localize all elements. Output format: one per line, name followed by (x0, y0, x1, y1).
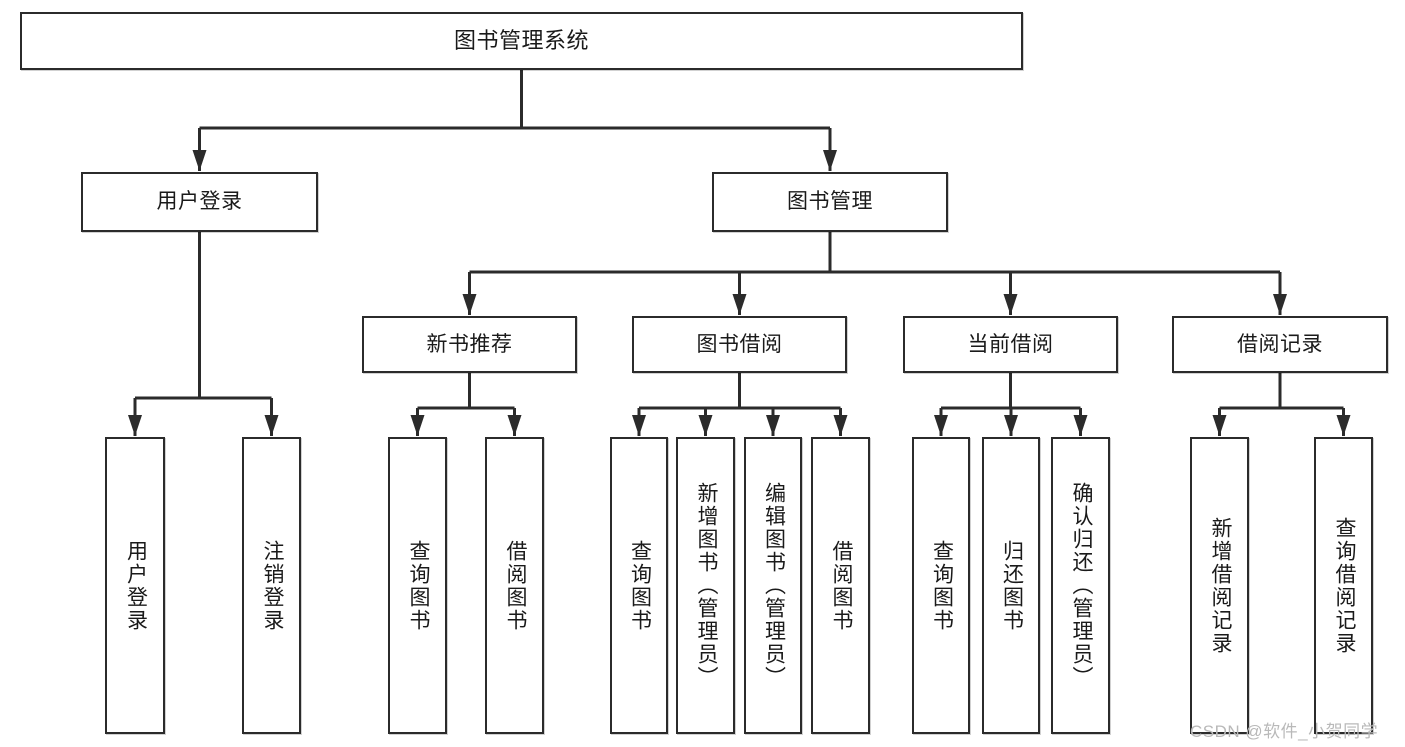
node-label: 用户登录 (124, 539, 148, 632)
node-leaf-borrow-book-2[interactable]: 借阅图书 (811, 437, 870, 734)
node-label: 确认归还（管理员） (1069, 482, 1093, 689)
node-leaf-return-book[interactable]: 归还图书 (982, 437, 1040, 734)
node-root[interactable]: 图书管理系统 (20, 12, 1023, 70)
node-label: 注销登录 (260, 539, 284, 632)
node-leaf-confirm-return[interactable]: 确认归还（管理员） (1051, 437, 1110, 734)
node-label: 借阅图书 (829, 539, 853, 632)
node-book-borrow[interactable]: 图书借阅 (632, 316, 847, 373)
node-borrow-record[interactable]: 借阅记录 (1172, 316, 1388, 373)
node-leaf-add-book[interactable]: 新增图书（管理员） (676, 437, 735, 734)
node-label: 查询借阅记录 (1332, 516, 1356, 655)
node-leaf-query-book-2[interactable]: 查询图书 (610, 437, 668, 734)
csdn-watermark: CSDN @软件_小贺同学 (1190, 722, 1379, 741)
node-label: 当前借阅 (967, 332, 1054, 356)
node-leaf-user-login[interactable]: 用户登录 (105, 437, 165, 734)
node-label: 借阅记录 (1237, 332, 1323, 356)
node-leaf-borrow-book-1[interactable]: 借阅图书 (485, 437, 544, 734)
node-label: 新增图书（管理员） (694, 482, 718, 689)
node-leaf-query-book-3[interactable]: 查询图书 (912, 437, 970, 734)
node-new-book-recommend[interactable]: 新书推荐 (362, 316, 577, 373)
node-label: 图书管理系统 (453, 27, 589, 53)
node-leaf-query-record[interactable]: 查询借阅记录 (1314, 437, 1373, 734)
node-leaf-logout[interactable]: 注销登录 (242, 437, 301, 734)
node-label: 查询图书 (406, 539, 430, 632)
node-label: 新书推荐 (426, 332, 513, 356)
node-label: 编辑图书（管理员） (762, 482, 786, 689)
node-leaf-query-book-1[interactable]: 查询图书 (388, 437, 447, 734)
node-label: 图书管理 (787, 190, 873, 214)
node-book-management[interactable]: 图书管理 (712, 172, 948, 232)
node-leaf-add-record[interactable]: 新增借阅记录 (1190, 437, 1249, 734)
node-label: 查询图书 (628, 539, 652, 632)
node-user-login[interactable]: 用户登录 (81, 172, 318, 232)
node-label: 用户登录 (156, 190, 243, 214)
node-label: 新增借阅记录 (1208, 516, 1232, 655)
node-label: 查询图书 (930, 539, 954, 632)
node-label: 借阅图书 (503, 539, 527, 632)
node-label: 图书借阅 (696, 332, 783, 356)
node-leaf-edit-book[interactable]: 编辑图书（管理员） (744, 437, 802, 734)
node-label: 归还图书 (1000, 539, 1024, 632)
node-current-borrow[interactable]: 当前借阅 (903, 316, 1118, 373)
